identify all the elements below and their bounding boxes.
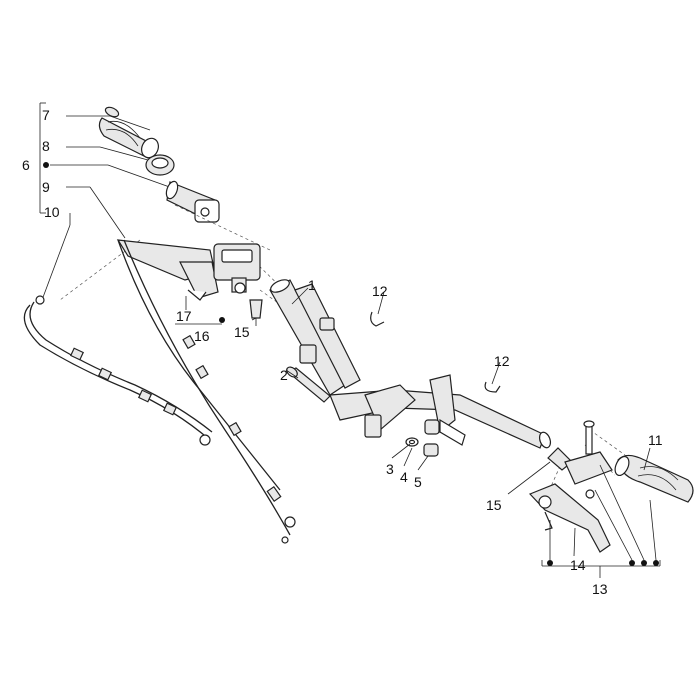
callout-4: 4 <box>400 469 408 485</box>
callout-16: 16 <box>194 328 210 344</box>
brake-lever-right <box>528 483 611 553</box>
right-group-bracket <box>541 464 661 578</box>
cable-fittings <box>35 295 296 544</box>
callout-labels: 1 2 3 4 5 6 7 8 9 10 11 12 12 13 14 15 1… <box>22 107 663 597</box>
lever-bracket-right <box>564 420 613 499</box>
callout-12-right: 12 <box>494 353 510 369</box>
washers-nut <box>405 437 439 457</box>
throttle-cables <box>23 239 291 536</box>
handlebar-frame <box>269 279 552 449</box>
callout-7: 7 <box>42 107 50 123</box>
callout-10: 10 <box>44 204 60 220</box>
brake-master-cylinder-left <box>116 239 261 301</box>
callout-5: 5 <box>414 474 422 490</box>
ring-nut <box>145 154 175 176</box>
callout-13: 13 <box>592 581 608 597</box>
bolt <box>286 366 331 403</box>
grip-right <box>614 454 694 503</box>
left-leader-lines <box>41 115 193 301</box>
callout-2: 2 <box>280 367 288 383</box>
callout-8: 8 <box>42 138 50 154</box>
misc-leader-lines <box>251 287 651 557</box>
callout-9: 9 <box>42 179 50 195</box>
callout-17: 17 <box>176 308 192 324</box>
clip-right <box>484 381 501 393</box>
throttle-tube <box>165 180 220 223</box>
grip-left <box>98 106 159 159</box>
callout-12-upper: 12 <box>372 283 388 299</box>
callout-14: 14 <box>570 557 586 573</box>
clip-upper <box>370 311 385 327</box>
callout-11: 11 <box>648 432 663 448</box>
left-group-bracket <box>39 102 49 214</box>
callout-3: 3 <box>386 461 394 477</box>
callout-15-right: 15 <box>486 497 502 513</box>
callout-15-left: 15 <box>234 324 250 340</box>
bracket-16-17 <box>175 296 225 325</box>
callout-1: 1 <box>308 277 316 293</box>
switch-left <box>249 299 263 326</box>
callout-6: 6 <box>22 157 30 173</box>
